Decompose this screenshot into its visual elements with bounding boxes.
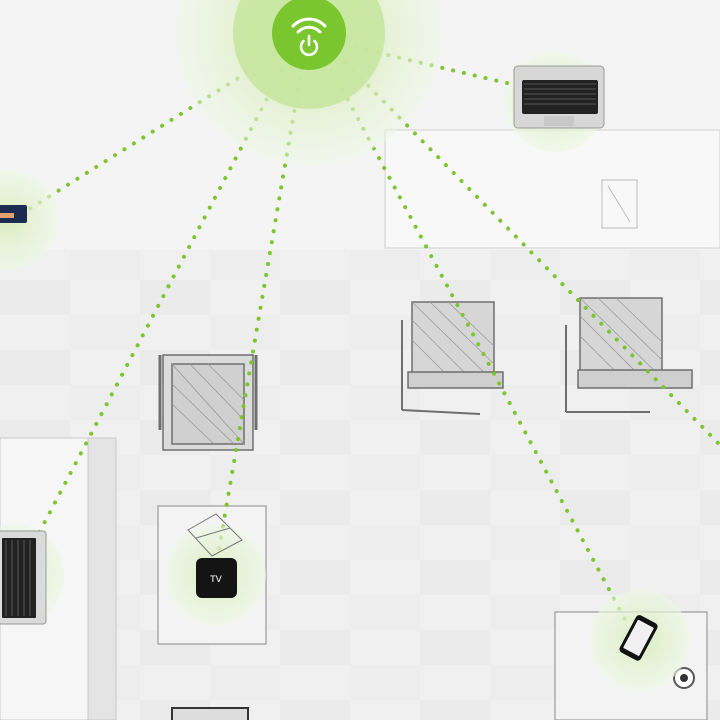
link-offscreen-right: [343, 60, 720, 447]
card-device-icon: [0, 205, 27, 223]
apple-tv-icon: TV: [196, 558, 237, 598]
laptop-bottom-left[interactable]: [0, 525, 64, 625]
link-laptop-bottom-left: [36, 68, 284, 537]
wifi-hub[interactable]: [177, 0, 441, 165]
armchair-left: [158, 354, 258, 451]
remote-icon: [187, 513, 243, 557]
laptop-top-right[interactable]: [505, 52, 605, 152]
card-left[interactable]: [0, 170, 58, 270]
armchair-center: [401, 301, 504, 415]
smartphone-icon: [619, 615, 658, 661]
chair-bottom: [171, 707, 249, 720]
wifi-power-icon: [291, 17, 327, 57]
laptop-icon: [0, 530, 47, 625]
laptop-icon: [513, 65, 605, 129]
phone[interactable]: [590, 590, 690, 690]
armchair-right: [565, 297, 693, 413]
apple-tv[interactable]: TV: [166, 513, 266, 625]
apple-tv-label: TV: [209, 575, 222, 585]
paper-sheet: [601, 179, 638, 229]
